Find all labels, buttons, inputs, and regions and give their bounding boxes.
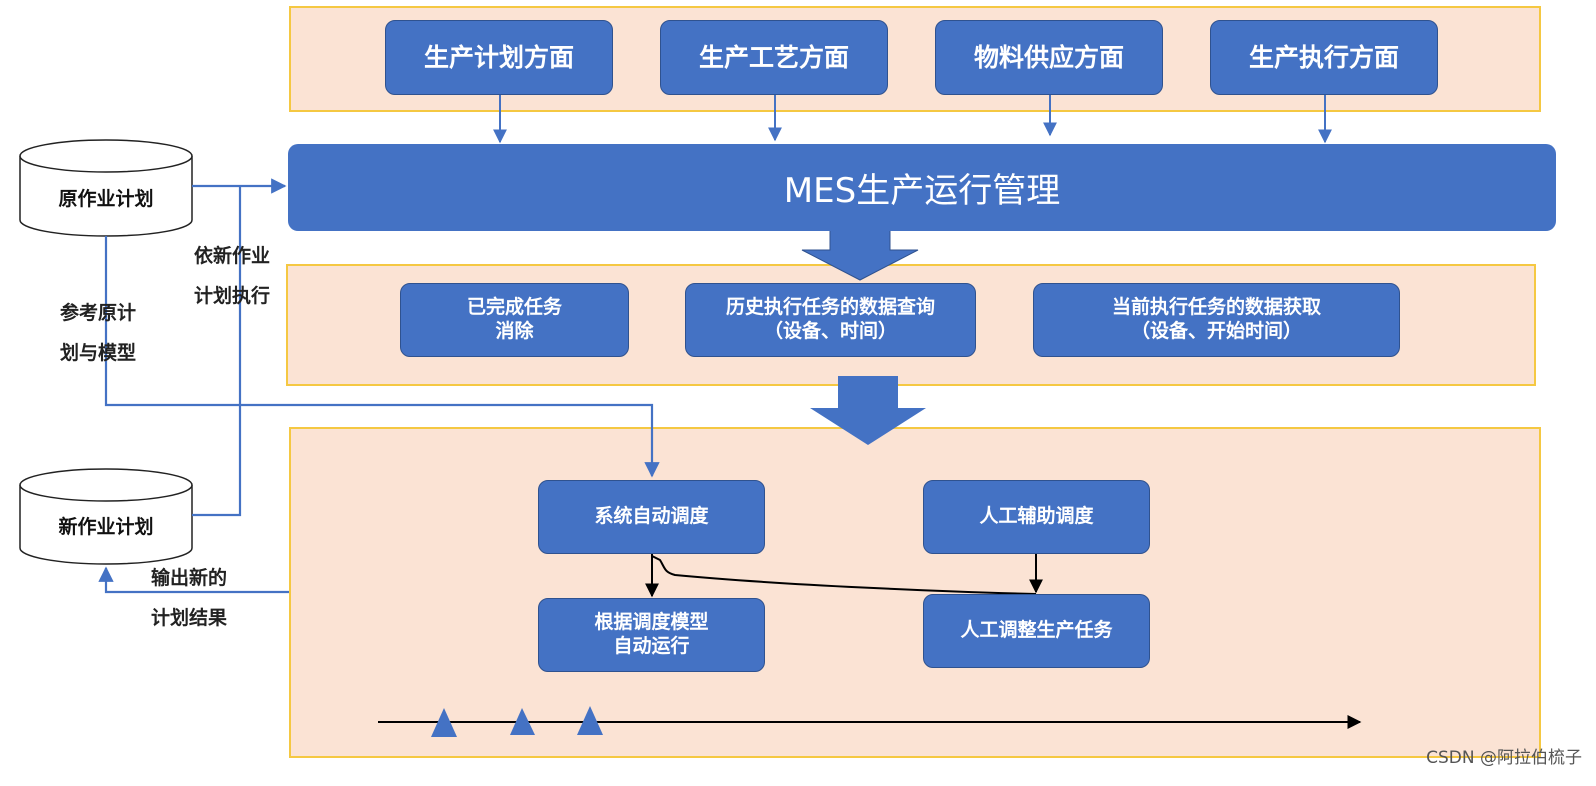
reference-line: [104, 236, 660, 478]
manual-scheduling-box: 人工辅助调度: [923, 480, 1150, 554]
auto-scheduling-box: 系统自动调度: [538, 480, 765, 554]
timeline-marker-1: [431, 708, 457, 737]
aspect-production-process: 生产工艺方面: [660, 20, 888, 95]
label-execute-new-plan: 依新作业 计划执行: [194, 245, 271, 307]
timeline-marker-3: [577, 706, 603, 735]
mes-title-bar: MES生产运行管理: [288, 144, 1556, 231]
task-completed-clear: 已完成任务 消除: [400, 283, 629, 357]
scheduling-panel: [289, 427, 1541, 758]
aspect-production-plan: 生产计划方面: [385, 20, 613, 95]
database-new-cylinder: [19, 468, 193, 565]
auto-to-adjust-curve: [651, 555, 1037, 595]
task-current-acquire: 当前执行任务的数据获取 （设备、开始时间）: [1033, 283, 1400, 357]
label-reference-original: 参考原计 划与模型: [60, 302, 137, 364]
output-line: [98, 566, 289, 594]
new-plan-execute-line: [192, 186, 242, 517]
block-arrow-2: [810, 376, 926, 445]
watermark: CSDN @阿拉伯梳子: [1426, 748, 1582, 768]
database-original-label: 原作业计划: [58, 188, 154, 210]
database-new-label: 新作业计划: [58, 516, 154, 538]
aspect-material-supply: 物料供应方面: [935, 20, 1163, 95]
auto-run-box: 根据调度模型 自动运行: [538, 598, 765, 672]
timeline-marker-2: [510, 708, 535, 735]
label-output-new-plan: 输出新的 计划结果: [151, 567, 228, 629]
database-original-cylinder: [19, 139, 193, 237]
manual-adjust-box: 人工调整生产任务: [923, 594, 1150, 668]
aspect-production-execution: 生产执行方面: [1210, 20, 1438, 95]
task-history-query: 历史执行任务的数据查询 （设备、时间）: [685, 283, 976, 357]
